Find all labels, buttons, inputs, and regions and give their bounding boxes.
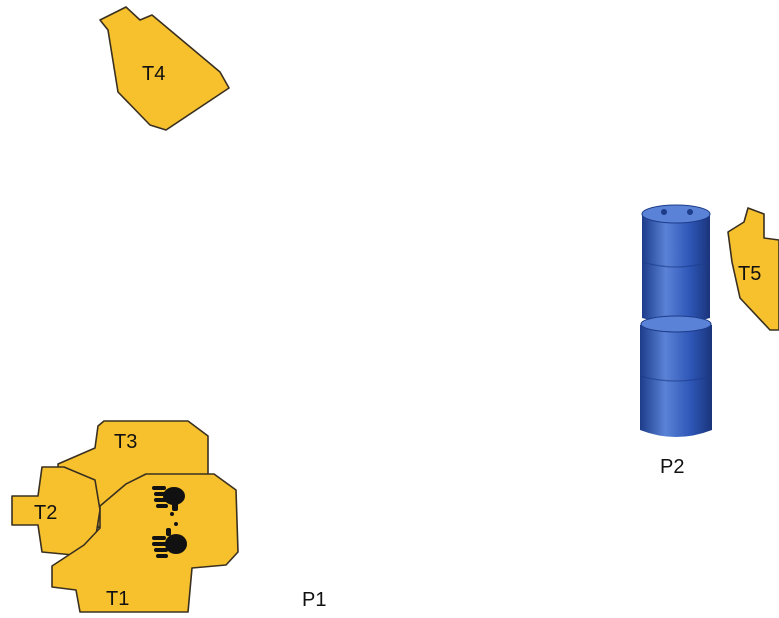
target-t2-shape [11, 466, 101, 557]
paint-drip [170, 512, 174, 516]
target-t2-label: T2 [34, 502, 57, 524]
target-t1-shape [51, 473, 239, 613]
paint-drip [174, 522, 178, 526]
target-t4: T4 [99, 6, 230, 131]
barrel-rib [639, 375, 713, 382]
position-p1-label: P1 [302, 589, 327, 611]
handprint-top-icon [152, 486, 185, 511]
target-t1: T1 [51, 473, 239, 613]
barrel-upper-lid [641, 204, 711, 224]
target-t5: T5 [727, 207, 779, 331]
barrel-bung [687, 209, 693, 215]
target-t4-shape [99, 6, 230, 131]
position-p2-label: P2 [660, 456, 685, 478]
target-t4-label: T4 [142, 63, 165, 85]
barrel-lower-lid [640, 315, 712, 333]
handprint-bottom-icon [152, 528, 187, 558]
target-t5-label: T5 [738, 263, 761, 285]
target-t2: T2 [11, 466, 101, 557]
barrel-rib [641, 261, 711, 268]
barrel-upper [642, 209, 710, 323]
stacked-blue-barrels-icon [639, 204, 713, 437]
target-t5-shape [727, 207, 779, 331]
barrel-bung [661, 209, 667, 215]
barrel-lower [640, 318, 712, 437]
target-t1-label: T1 [106, 588, 129, 610]
target-t3-label: T3 [114, 431, 137, 453]
